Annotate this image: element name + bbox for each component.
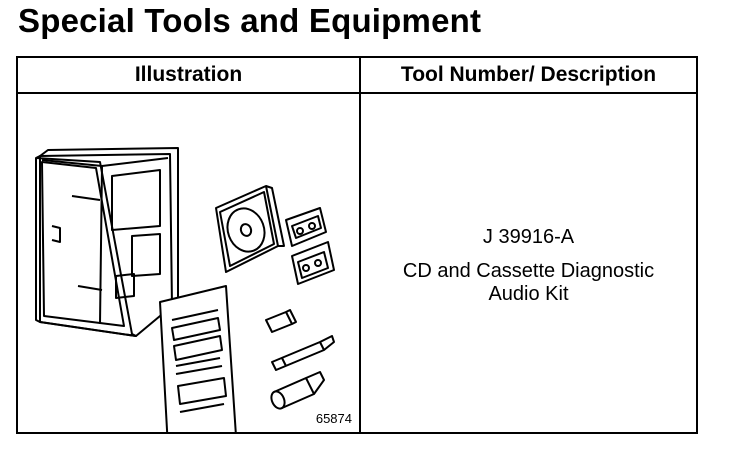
plug-drawing [270, 371, 325, 410]
illustration-column-header: Illustration [134, 63, 243, 86]
tool-column-header: Tool Number/ Description [400, 63, 657, 86]
tool-illustration: 65874 [20, 96, 358, 449]
instruction-manual-drawing [159, 285, 237, 449]
tool-description-line: CD and Cassette Diagnostic [402, 260, 655, 282]
column-divider [359, 58, 361, 432]
tool-description-cell: J 39916-A CD and Cassette Diagnostic Aud… [361, 94, 696, 432]
header-divider [18, 92, 696, 94]
tool-description: CD and Cassette Diagnostic Audio Kit [361, 260, 696, 306]
cassette-drawing [291, 241, 335, 285]
tool-description-line: Audio Kit [488, 283, 569, 305]
carrying-case-drawing [35, 147, 179, 337]
tool-number: J 39916-A [482, 226, 575, 248]
probe-drawing [271, 335, 335, 371]
page-title: Special Tools and Equipment [18, 2, 482, 39]
adapter-drawing [265, 309, 297, 333]
audio-kit-drawing [35, 147, 335, 449]
figure-number: 65874 [315, 411, 352, 426]
cd-case-drawing [215, 185, 285, 273]
cassette-drawing [285, 207, 327, 247]
tools-table: Illustration Tool Number/ Description [16, 56, 698, 449]
